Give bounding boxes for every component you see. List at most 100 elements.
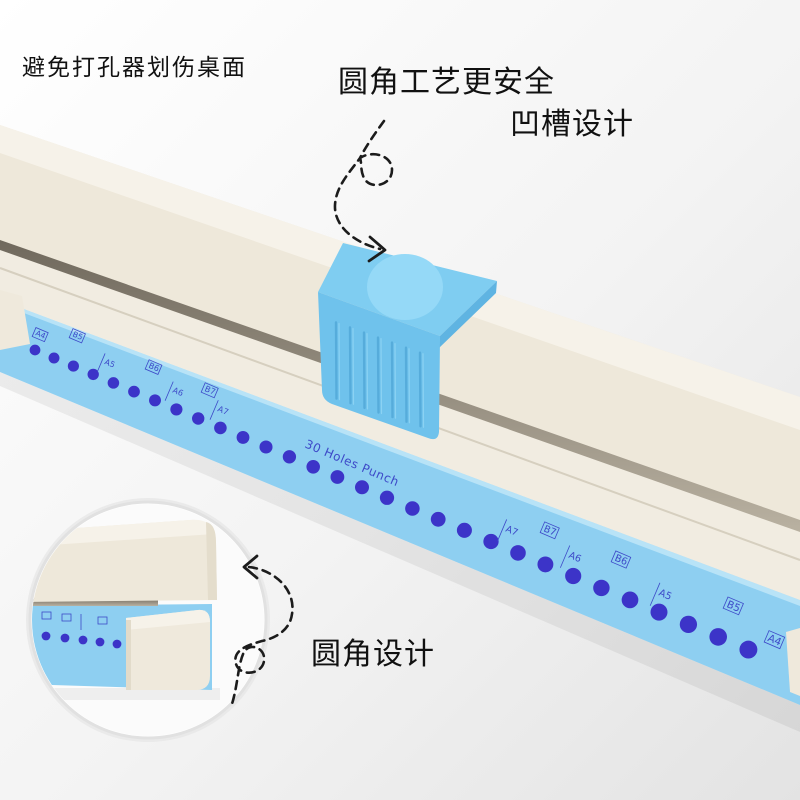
arrowhead-icon xyxy=(242,554,259,580)
size-label-box xyxy=(610,550,632,569)
dashed-arrow-top xyxy=(333,119,394,263)
punch-hole-marker xyxy=(214,421,227,435)
punch-hole-marker xyxy=(537,556,554,573)
punch-hole-marker xyxy=(510,545,526,561)
size-label-a4: A4 xyxy=(763,630,786,650)
size-label-box xyxy=(763,630,786,650)
slider-rib-highlight xyxy=(366,333,369,410)
punch-hole-marker xyxy=(48,352,60,364)
size-label-text: A4 xyxy=(766,632,784,649)
punch-hole-marker xyxy=(236,430,250,444)
slider-side-edge xyxy=(439,281,497,348)
slider-rib xyxy=(362,331,366,410)
punch-hole-marker xyxy=(709,628,727,646)
slider-rib xyxy=(390,341,394,419)
size-label-text: A6 xyxy=(567,550,583,565)
size-label-box xyxy=(144,359,163,375)
size-label-b6: B6 xyxy=(610,550,632,569)
slider-rib xyxy=(348,326,352,405)
punch-hole-marker xyxy=(282,450,297,464)
size-label-box xyxy=(200,382,219,399)
inset-end-cap xyxy=(126,609,210,690)
size-label-text: B7 xyxy=(203,383,217,396)
punch-hole-marker xyxy=(650,603,668,621)
size-label-text: B6 xyxy=(147,361,160,373)
inset-view xyxy=(32,504,264,736)
size-label-text: A7 xyxy=(216,404,230,417)
slider-rib xyxy=(418,351,422,428)
size-label-a7: A7 xyxy=(209,400,230,420)
punch-hole-marker xyxy=(87,368,99,381)
size-label-a5: A5 xyxy=(96,353,116,373)
punch-hole-marker xyxy=(330,470,345,484)
size-label-a4: A4 xyxy=(31,327,49,343)
inset-punch-hole-marker xyxy=(95,637,105,647)
base-end-left xyxy=(0,290,30,350)
size-label-a7: A7 xyxy=(497,519,520,542)
slider-rib-highlight xyxy=(380,338,383,415)
inset-paper-slot xyxy=(32,598,158,606)
base-end-right xyxy=(786,628,800,696)
punch-hole-marker xyxy=(354,480,370,495)
size-divider-tick xyxy=(164,381,174,401)
inset-end-cap-edge xyxy=(126,620,131,690)
size-divider-tick xyxy=(497,519,508,542)
size-label-b5: B5 xyxy=(722,596,744,616)
punch-hole-marker xyxy=(739,640,758,659)
punch-hole-marker xyxy=(405,501,420,516)
inset-size-label-mark xyxy=(97,616,108,625)
punch-hole-marker xyxy=(565,567,582,585)
size-label-b7: B7 xyxy=(539,521,560,540)
punch-hole-marker xyxy=(67,360,79,372)
size-label-text: A5 xyxy=(657,588,673,603)
caption-rounded-safety: 圆角工艺更安全 xyxy=(338,65,555,100)
size-label-box xyxy=(68,328,86,344)
caption-rounded-design: 圆角设计 xyxy=(311,637,435,672)
punch-hole-marker xyxy=(679,615,698,634)
slider-clip xyxy=(318,243,497,440)
dashed-arrow-bottom xyxy=(230,554,294,706)
punch-hole-marker xyxy=(128,385,140,398)
size-divider-tick xyxy=(209,400,219,420)
punch-hole-marker xyxy=(192,412,205,425)
detail-inset xyxy=(26,498,270,742)
slider-groove-dimple xyxy=(367,254,443,320)
caption-groove-design: 凹槽设计 xyxy=(510,107,634,142)
size-label-a5: A5 xyxy=(649,582,673,606)
punch-hole-marker xyxy=(149,394,161,407)
inset-size-label-mark xyxy=(61,613,72,622)
punch-hole-marker xyxy=(483,533,499,550)
dashed-curve xyxy=(230,565,294,706)
slider-rib xyxy=(334,321,338,400)
size-label-b6: B6 xyxy=(144,359,163,375)
slider-rib-highlight xyxy=(394,343,397,419)
size-label-text: B6 xyxy=(613,553,629,568)
punch-hole-marker xyxy=(621,591,639,609)
inset-housing-rounded-end xyxy=(206,522,217,600)
inset-ruler-shadow xyxy=(32,688,220,700)
size-label-a6: A6 xyxy=(559,545,583,568)
size-label-box xyxy=(539,521,560,540)
punch-hole-marker xyxy=(29,344,41,356)
punch-hole-marker xyxy=(170,403,183,416)
slider-ribs xyxy=(334,321,425,428)
size-label-text: B5 xyxy=(71,330,84,342)
slider-rib-highlight xyxy=(422,353,425,428)
measuring-ruler xyxy=(0,300,800,705)
size-label-text: A6 xyxy=(171,385,185,398)
size-divider-tick xyxy=(559,545,571,568)
punch-hole-marker xyxy=(107,377,120,389)
size-label-text: B7 xyxy=(542,524,558,539)
inset-housing-top xyxy=(32,519,214,547)
size-label-b5: B5 xyxy=(68,328,86,344)
size-divider-tick xyxy=(649,582,661,606)
size-label-box xyxy=(722,596,744,616)
caption-desk-protection: 避免打孔器划伤桌面 xyxy=(22,55,247,81)
size-label-a6: A6 xyxy=(164,381,185,401)
ruler-shadow xyxy=(0,372,800,732)
inset-punch-hole-marker xyxy=(60,633,70,643)
slider-rib-highlight xyxy=(352,327,355,405)
